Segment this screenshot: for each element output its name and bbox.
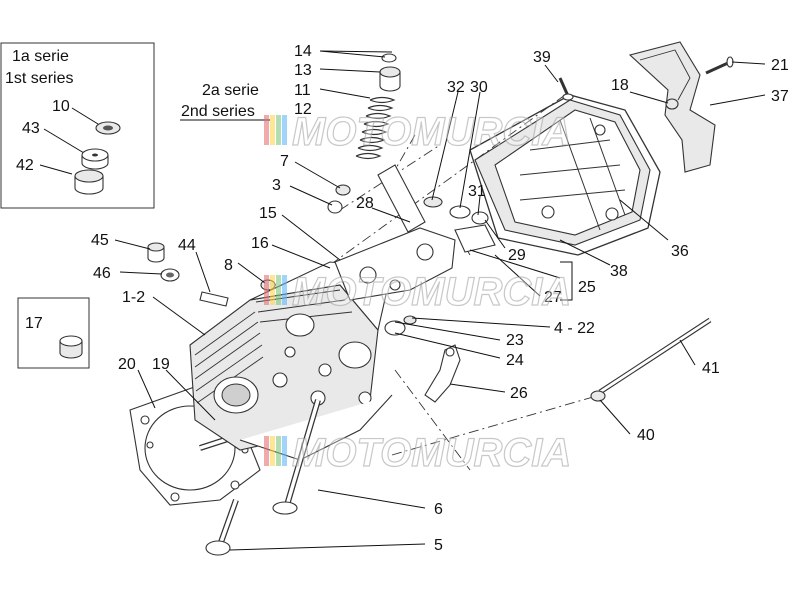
callout-36: 36 bbox=[671, 243, 689, 260]
valve-5 bbox=[205, 498, 239, 556]
callout-21: 21 bbox=[771, 57, 789, 74]
callout-32: 32 bbox=[447, 79, 465, 96]
callout-17: 17 bbox=[25, 315, 43, 332]
screw-21 bbox=[705, 56, 734, 75]
watermark-bottom: MOTOMURCIA bbox=[264, 430, 572, 476]
bolt-23-24 bbox=[384, 315, 417, 336]
callout-43: 43 bbox=[22, 120, 40, 137]
watermark-top: MOTOMURCIA bbox=[264, 109, 572, 155]
cap-43-part bbox=[81, 148, 109, 170]
valve-cover-36 bbox=[474, 99, 651, 246]
rocker-parts-29-32 bbox=[423, 196, 496, 253]
first-series-label-2: 1st series bbox=[5, 70, 73, 87]
bracket-25 bbox=[560, 261, 573, 301]
callout-6: 6 bbox=[434, 501, 443, 518]
callout-41: 41 bbox=[702, 360, 720, 377]
callout-28: 28 bbox=[356, 195, 374, 212]
shim-17-part bbox=[59, 335, 83, 359]
leader-lines bbox=[114, 50, 766, 551]
callout-3: 3 bbox=[272, 177, 281, 194]
callout-25: 25 bbox=[578, 279, 596, 296]
callout-37: 37 bbox=[771, 88, 789, 105]
callout-26: 26 bbox=[510, 385, 528, 402]
callout-4-22: 4 - 22 bbox=[554, 320, 595, 337]
callout-24: 24 bbox=[506, 352, 524, 369]
second-series-label-1: 2a serie bbox=[202, 82, 259, 99]
callout-13: 13 bbox=[294, 62, 312, 79]
bucket-42-part bbox=[74, 169, 104, 195]
callout-44: 44 bbox=[178, 237, 196, 254]
plug-45 bbox=[147, 242, 165, 263]
washer-18 bbox=[665, 98, 679, 110]
watermark-text-top: MOTOMURCIA bbox=[292, 110, 571, 154]
callout-1-2: 1-2 bbox=[122, 289, 145, 306]
rocker-support bbox=[334, 227, 456, 301]
first-series-inset: 1a serie 1st series 10 43 42 bbox=[0, 42, 155, 209]
screw-39 bbox=[558, 77, 574, 101]
callout-8: 8 bbox=[224, 257, 233, 274]
inset-17: 17 bbox=[17, 297, 90, 369]
second-series-label-2: 2nd series bbox=[181, 103, 255, 120]
valve-6 bbox=[272, 399, 321, 515]
valve-spring-stack bbox=[327, 53, 401, 214]
callout-18: 18 bbox=[611, 77, 629, 94]
second-series-heading: 2a serie 2nd series bbox=[180, 82, 270, 121]
cover-gasket-38 bbox=[469, 94, 661, 256]
first-series-label-1: 1a serie bbox=[12, 48, 69, 65]
callout-45: 45 bbox=[91, 232, 109, 249]
watermark-logo-middle bbox=[264, 275, 287, 305]
watermark-logo-bottom bbox=[264, 436, 287, 466]
callout-40: 40 bbox=[637, 427, 655, 444]
pushrod-tube-28 bbox=[377, 164, 426, 233]
washer-40 bbox=[590, 390, 606, 402]
watermark-text-middle: MOTOMURCIA bbox=[292, 270, 571, 314]
callout-29: 29 bbox=[508, 247, 526, 264]
washer-10-part bbox=[95, 121, 121, 135]
watermark-text-bottom: MOTOMURCIA bbox=[292, 431, 571, 475]
callout-11: 11 bbox=[294, 82, 311, 99]
watermark-logo-top bbox=[264, 115, 287, 145]
callout-14: 14 bbox=[294, 43, 312, 60]
callout-19: 19 bbox=[152, 356, 170, 373]
callout-46: 46 bbox=[93, 265, 111, 282]
stud-44 bbox=[199, 291, 229, 307]
callout-20: 20 bbox=[118, 356, 136, 373]
callout-30: 30 bbox=[470, 79, 488, 96]
callout-31: 31 bbox=[468, 183, 486, 200]
callout-38: 38 bbox=[610, 263, 628, 280]
callout-39: 39 bbox=[533, 49, 551, 66]
callout-42: 42 bbox=[16, 157, 34, 174]
callout-27: 27 bbox=[544, 289, 562, 306]
callout-15: 15 bbox=[259, 205, 277, 222]
callout-16: 16 bbox=[251, 235, 269, 252]
callout-7: 7 bbox=[280, 153, 289, 170]
long-stud-41 bbox=[598, 317, 712, 395]
watermark-middle: MOTOMURCIA bbox=[264, 269, 572, 315]
callout-5: 5 bbox=[434, 537, 443, 554]
washer-46 bbox=[160, 268, 180, 282]
rocker-arm-26 bbox=[424, 344, 461, 403]
callout-numbers: 14 13 11 12 7 3 15 16 28 32 30 31 29 39 … bbox=[91, 43, 789, 554]
callout-10-inset: 10 bbox=[52, 98, 70, 115]
callout-23: 23 bbox=[506, 332, 524, 349]
callout-12: 12 bbox=[294, 101, 312, 118]
